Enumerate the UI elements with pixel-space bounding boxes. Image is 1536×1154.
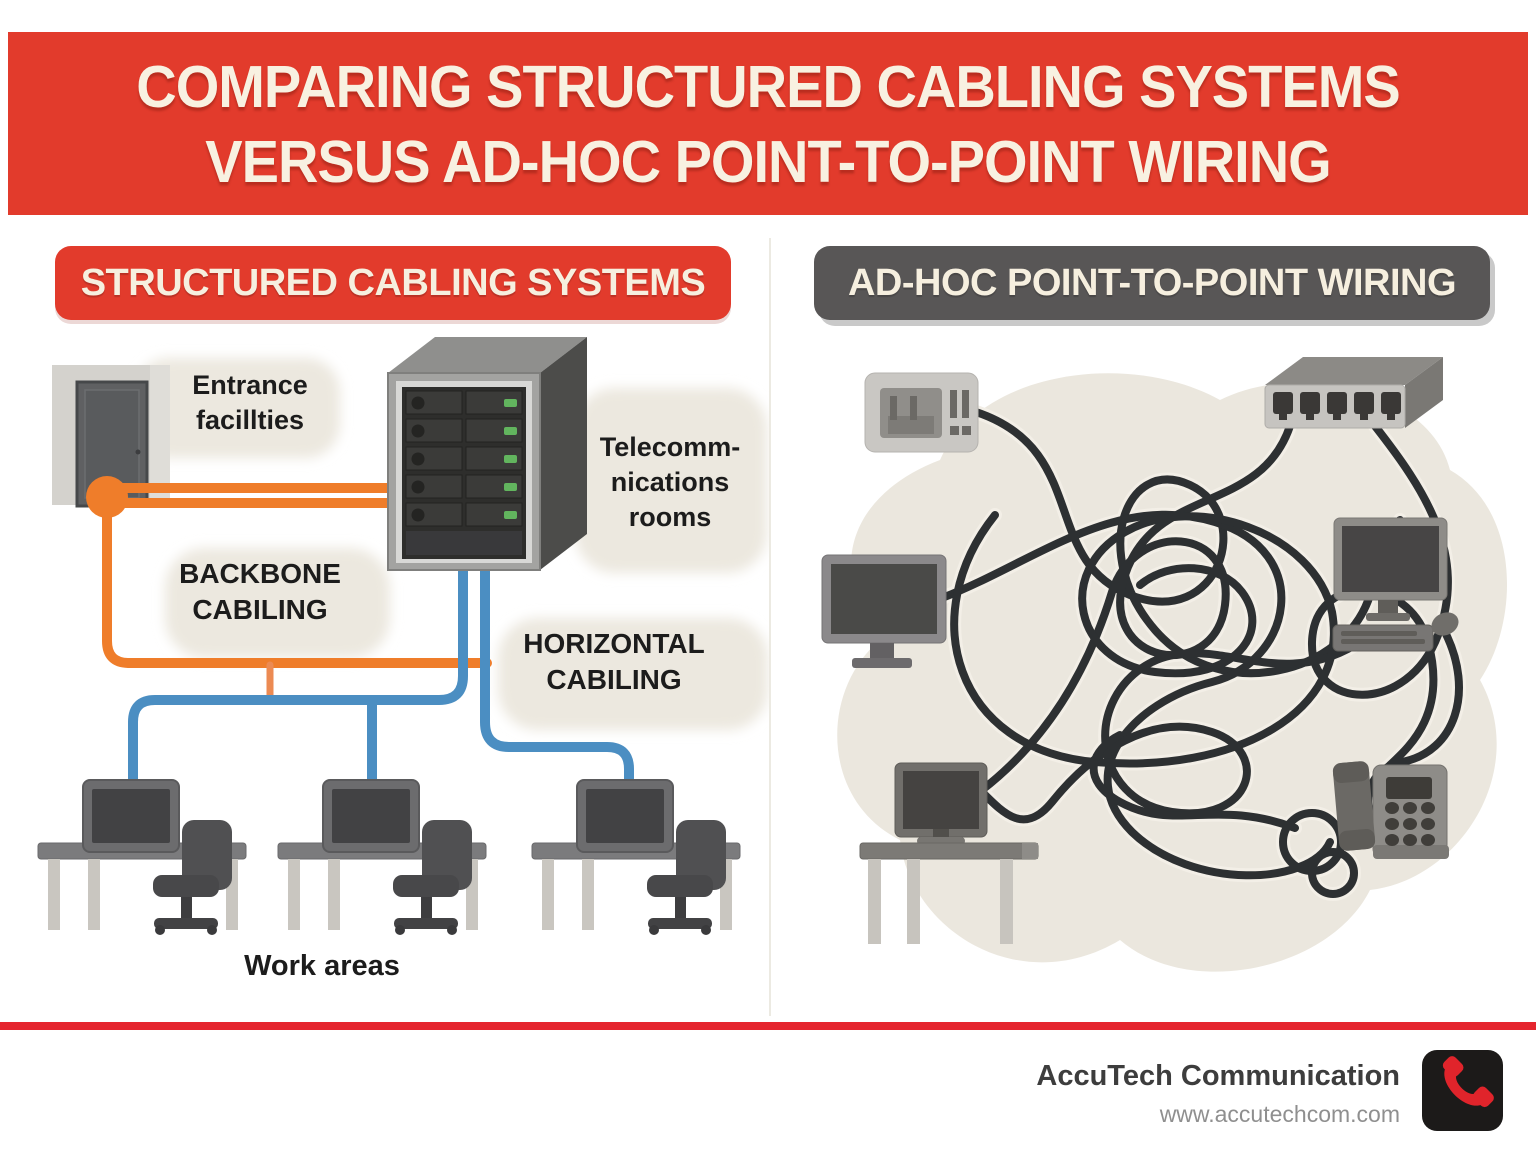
cable-junction-dot <box>86 476 128 518</box>
tangled-cables <box>935 405 1466 901</box>
main-title-banner: COMPARING STRUCTURED CABLING SYSTEMS VER… <box>8 32 1528 215</box>
footer-divider-line <box>0 1022 1536 1030</box>
label-backdrops <box>135 358 768 730</box>
phone-keypad <box>1385 802 1435 846</box>
network-switch <box>1264 357 1443 429</box>
company-name: AccuTech Communication <box>1036 1060 1400 1092</box>
workstation-1 <box>37 779 247 936</box>
wall-outlet <box>864 372 979 453</box>
accutech-logo <box>1422 1050 1503 1131</box>
phone-logo-icon <box>1422 1050 1503 1131</box>
desk-phone <box>1332 761 1449 859</box>
adhoc-wiring-diagram <box>821 357 1508 972</box>
switch-ports <box>1273 392 1401 420</box>
work-areas-label: Work areas <box>244 950 400 982</box>
entrance-facilities-label: Entrance facillties <box>192 370 308 436</box>
workstation-2 <box>277 779 487 936</box>
standalone-monitor <box>821 554 947 668</box>
structured-cabling-banner-label: STRUCTURED CABLING SYSTEMS <box>80 261 706 304</box>
adhoc-wiring-banner-label: AD-HOC POINT-TO-POINT WIRING <box>847 261 1457 304</box>
rack-led-indicators <box>504 399 517 519</box>
main-title-line2: VERSUS AD-HOC POINT-TO-POINT WIRING <box>205 127 1331 195</box>
mouse <box>1431 612 1459 636</box>
backbone-cabling-orange <box>102 483 492 705</box>
company-website: www.accutechcom.com <box>1159 1101 1400 1127</box>
horizontal-cabling-label: HORIZONTAL CABILING <box>523 628 705 696</box>
structured-cabling-diagram <box>37 337 768 936</box>
phone-display <box>1386 777 1432 799</box>
panel-divider <box>769 238 771 1016</box>
telecommunications-rooms-label: Telecomm- nications rooms <box>599 432 741 533</box>
footer-text-block: AccuTech Communication www.accutechcom.c… <box>1036 1060 1400 1128</box>
adhoc-wiring-banner: AD-HOC POINT-TO-POINT WIRING <box>814 246 1490 320</box>
horizontal-cabling-blue <box>128 555 634 795</box>
door-handle <box>135 449 141 455</box>
backbone-cabling-label: BACKBONE CABILING <box>179 558 341 626</box>
main-title-line1: COMPARING STRUCTURED CABLING SYSTEMS <box>136 52 1400 120</box>
desktop-computer <box>1332 517 1459 652</box>
workstation-3 <box>531 779 741 936</box>
desk-with-monitor <box>859 762 1039 944</box>
rack-units <box>405 390 523 555</box>
server-rack <box>387 337 587 571</box>
structured-cabling-banner: STRUCTURED CABLING SYSTEMS <box>55 246 731 320</box>
